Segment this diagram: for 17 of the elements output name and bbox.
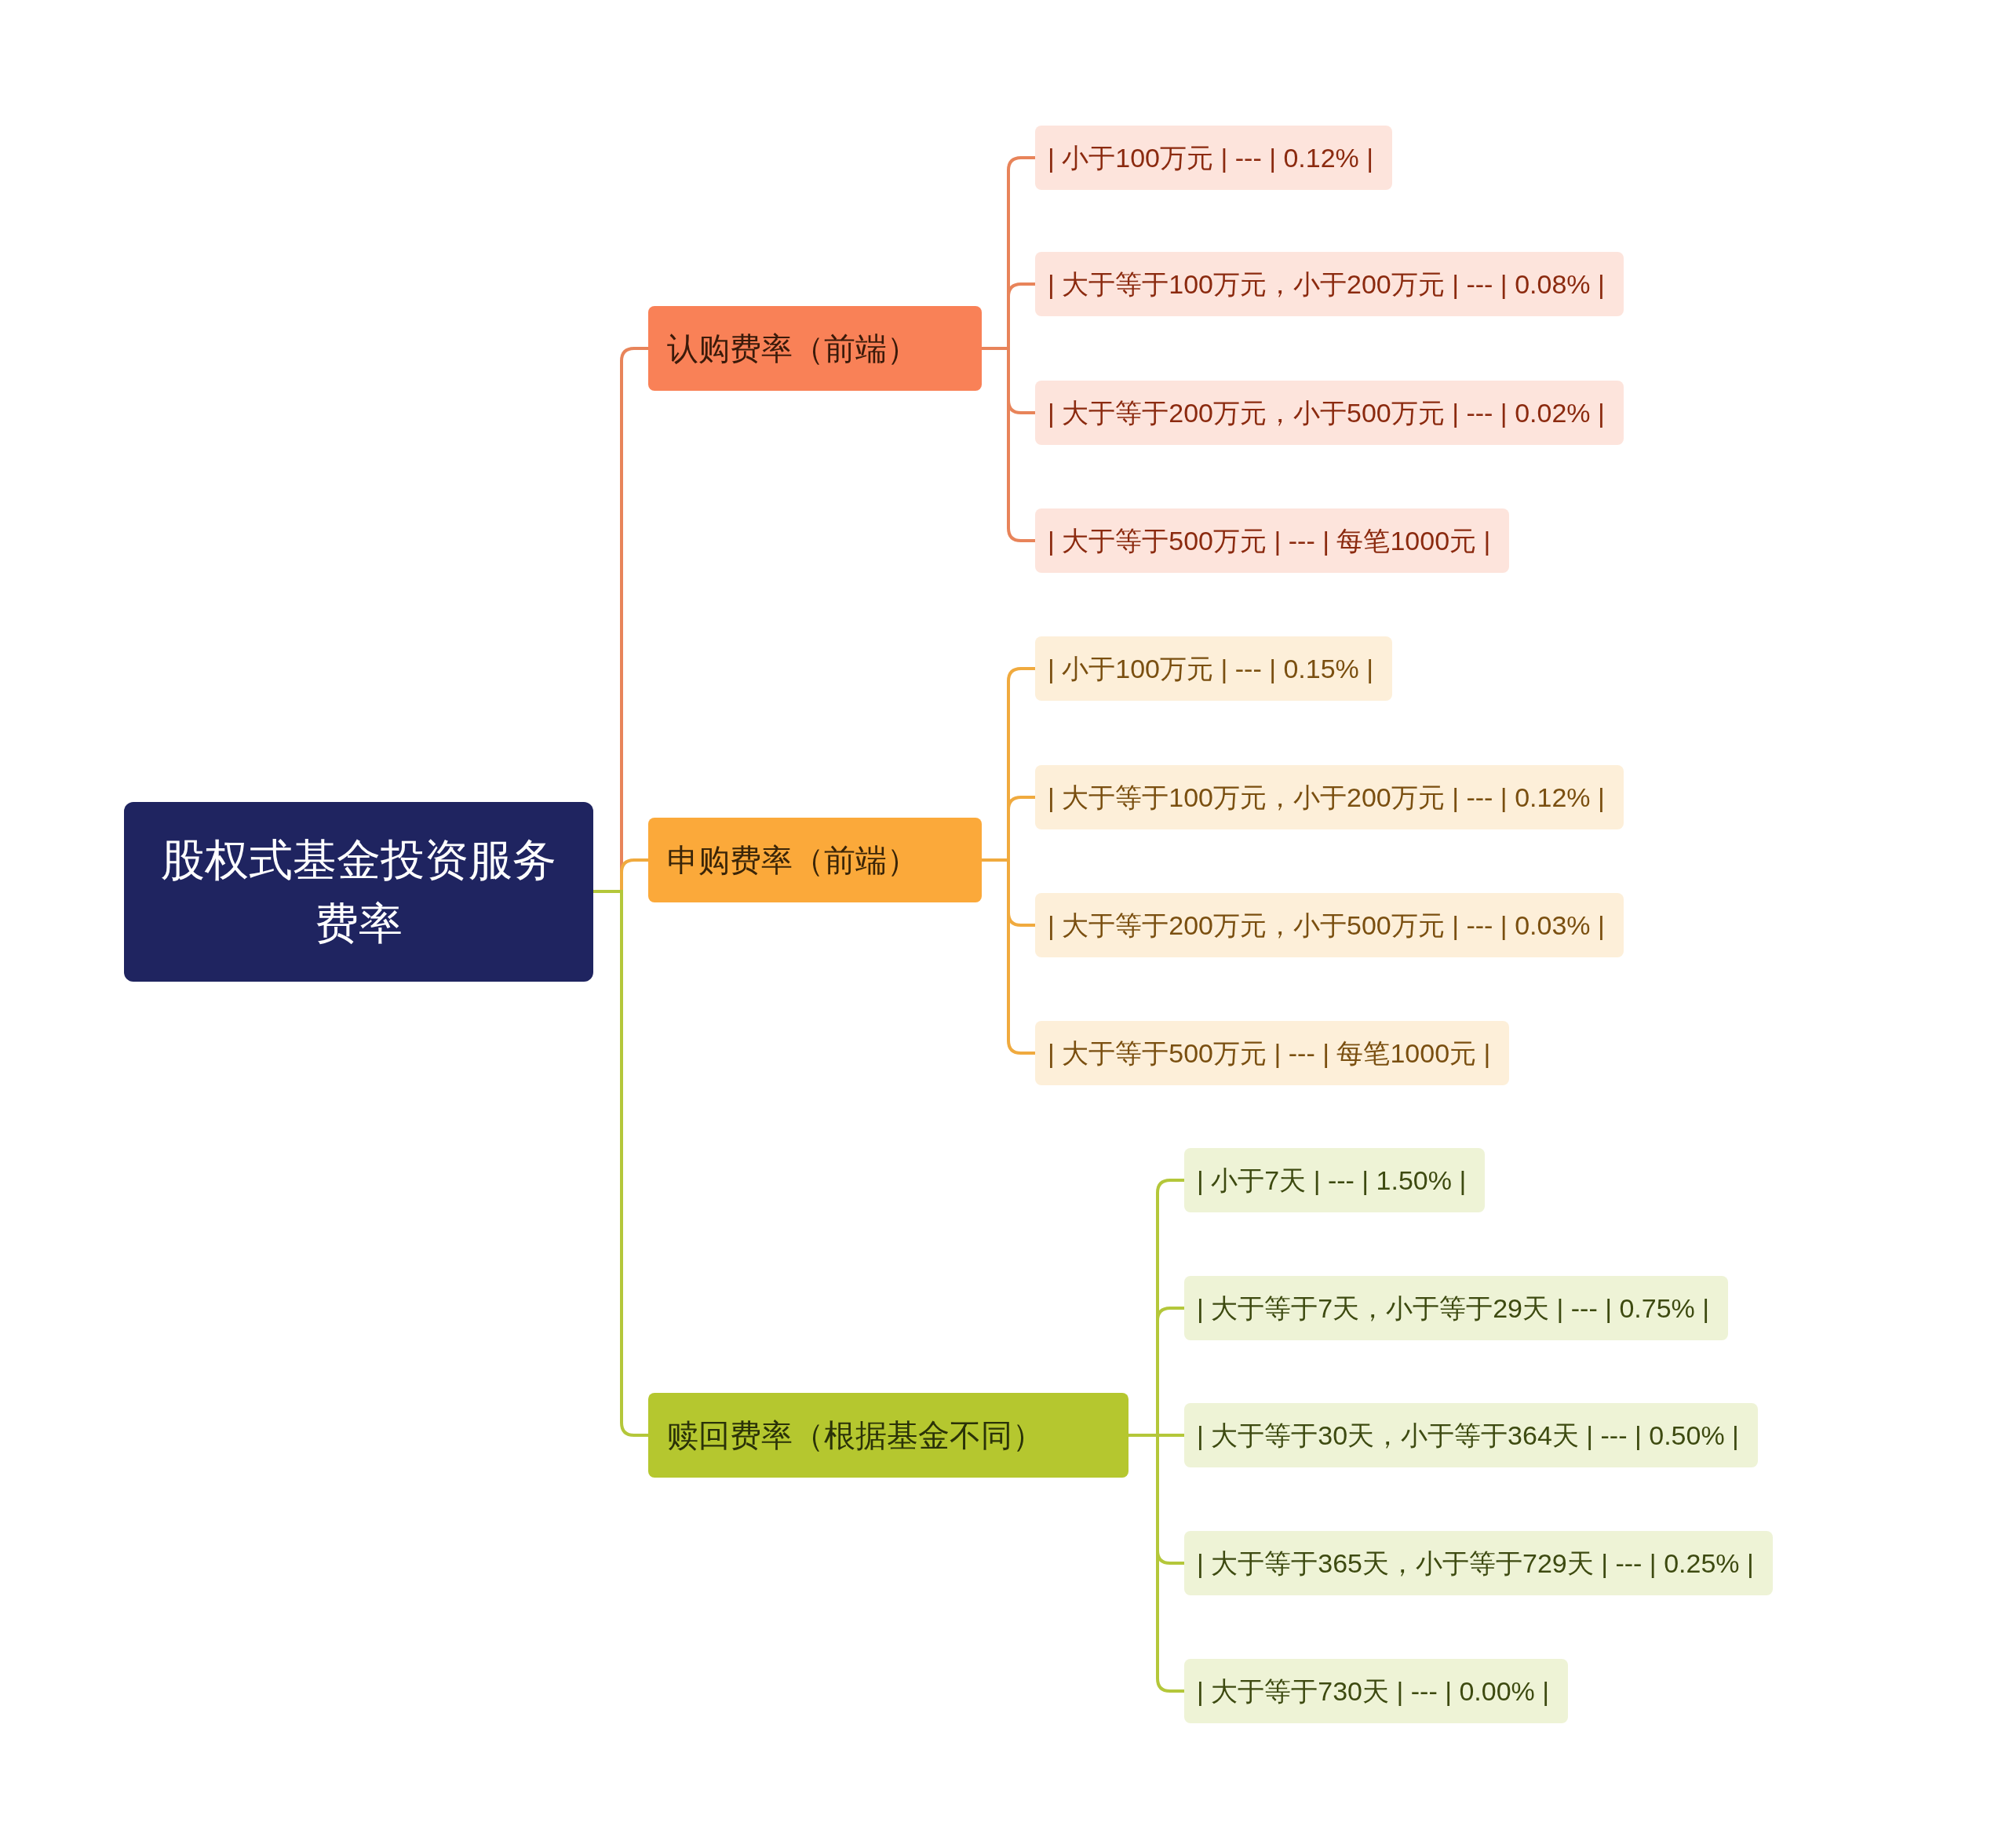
- leaf-topic: | 大于等于200万元，小于500万元 | --- | 0.02% |: [1035, 381, 1624, 445]
- branch-topic: 认购费率（前端）: [648, 306, 982, 391]
- leaf-topic: | 大于等于30天，小于等于364天 | --- | 0.50% |: [1184, 1403, 1758, 1467]
- leaf-topic: | 小于7天 | --- | 1.50% |: [1184, 1148, 1486, 1212]
- branch-topic: 申购费率（前端）: [648, 818, 982, 902]
- leaf-topic: | 大于等于7天，小于等于29天 | --- | 0.75% |: [1184, 1276, 1729, 1340]
- leaf-topic: | 大于等于730天 | --- | 0.00% |: [1184, 1659, 1569, 1723]
- leaf-topic: | 大于等于500万元 | --- | 每笔1000元 |: [1035, 1021, 1510, 1085]
- leaf-topic: | 小于100万元 | --- | 0.15% |: [1035, 636, 1393, 701]
- leaf-topic: | 大于等于200万元，小于500万元 | --- | 0.03% |: [1035, 893, 1624, 957]
- branch-topic: 赎回费率（根据基金不同）: [648, 1393, 1128, 1478]
- leaf-topic: | 大于等于100万元，小于200万元 | --- | 0.12% |: [1035, 765, 1624, 829]
- root-topic: 股权式基金投资服务费率: [124, 801, 593, 982]
- leaf-topic: | 大于等于100万元，小于200万元 | --- | 0.08% |: [1035, 252, 1624, 316]
- leaf-topic: | 大于等于500万元 | --- | 每笔1000元 |: [1035, 508, 1510, 573]
- leaf-topic: | 大于等于365天，小于等于729天 | --- | 0.25% |: [1184, 1531, 1773, 1595]
- leaf-topic: | 小于100万元 | --- | 0.12% |: [1035, 126, 1393, 190]
